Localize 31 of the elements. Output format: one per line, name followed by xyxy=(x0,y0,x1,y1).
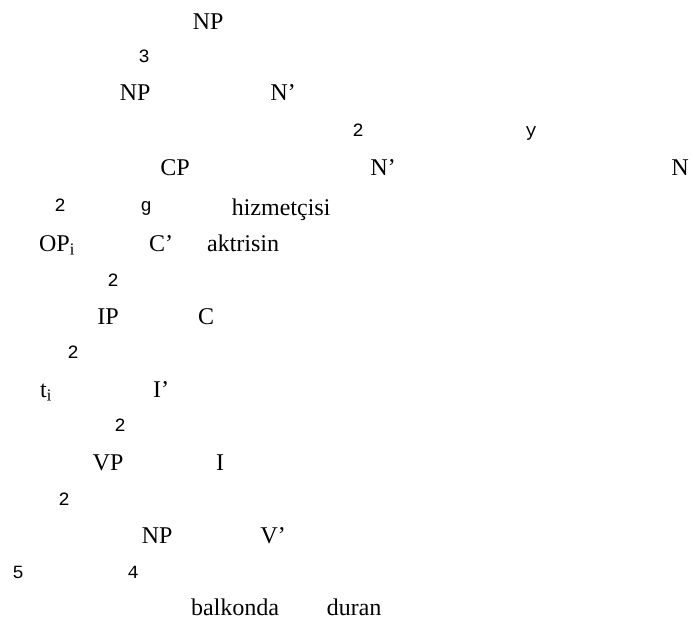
tree-label: balkonda xyxy=(191,598,279,616)
branch-glyph: 2 xyxy=(60,492,68,505)
tree-label: C’ xyxy=(150,235,171,252)
tree-label: V’ xyxy=(260,527,284,544)
branch-glyph: y xyxy=(526,126,536,140)
tree-label: N xyxy=(672,159,688,175)
tree-label: N’ xyxy=(371,159,394,175)
tree-label: t$_{i}$ xyxy=(40,384,52,400)
tree-label: C xyxy=(198,308,213,324)
tree-label: I xyxy=(216,454,224,470)
tree-label: OP$_{i}$ xyxy=(40,235,74,254)
branch-glyph: 3 xyxy=(140,50,148,62)
branch-glyph: 4 xyxy=(128,566,138,578)
tree-label: IP xyxy=(98,308,118,324)
tree-label: duran xyxy=(328,598,381,616)
tree-label: I’ xyxy=(154,381,167,397)
tree-label: aktrisin xyxy=(208,234,279,252)
tree-label: NP xyxy=(120,84,150,100)
tree-label: N’ xyxy=(271,84,294,100)
branch-glyph: 2 xyxy=(354,124,362,136)
tree-label: NP xyxy=(193,13,222,29)
branch-glyph: 2 xyxy=(56,198,64,211)
tree-label: NP xyxy=(142,527,172,543)
tree-label: hizmetçisi xyxy=(232,198,330,220)
branch-glyph: g xyxy=(142,201,150,215)
branch-glyph: 5 xyxy=(14,566,22,578)
branch-glyph: 2 xyxy=(68,346,78,358)
tree-label: VP xyxy=(92,454,122,470)
branch-glyph: 2 xyxy=(116,418,124,431)
tree-label: CP xyxy=(161,159,189,176)
branch-glyph: 2 xyxy=(108,274,118,286)
